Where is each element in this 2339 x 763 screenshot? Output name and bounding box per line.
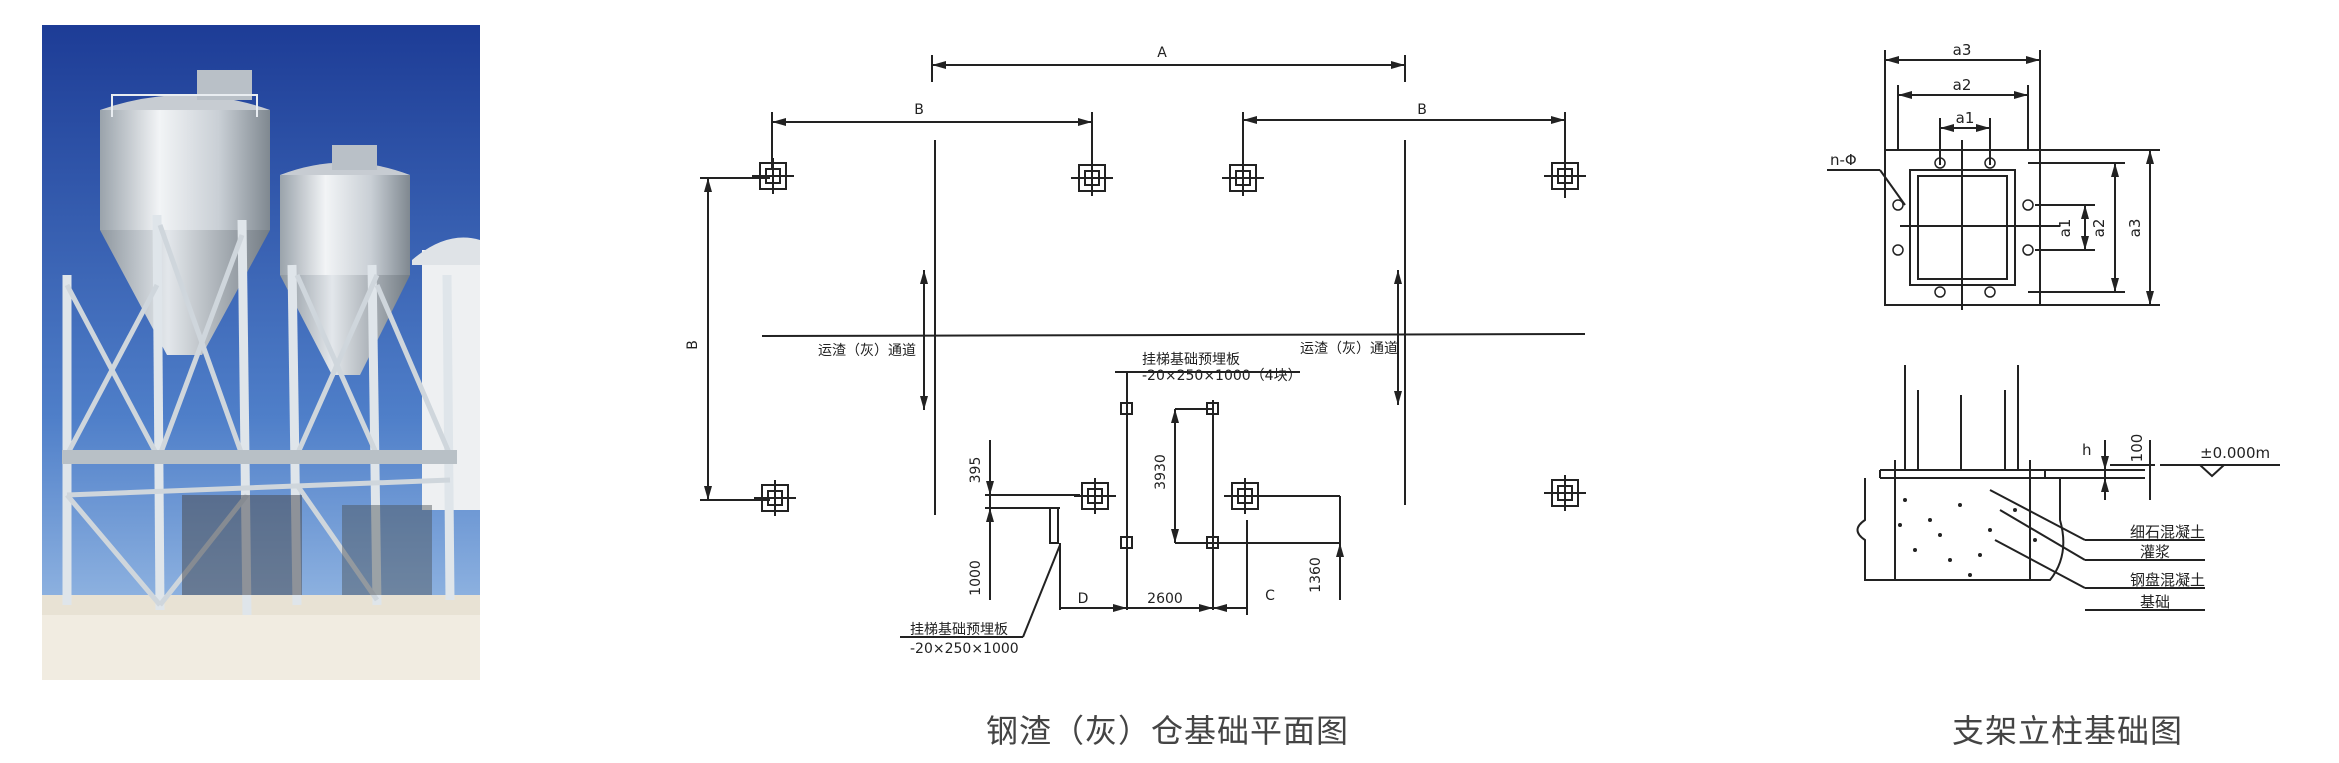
dim-h-label: h — [2082, 441, 2092, 459]
dim-3930-label: 3930 — [1153, 454, 1169, 490]
road-right-label: 运渣（灰）通道 — [1300, 341, 1398, 357]
n-phi-label: n-Φ — [1830, 151, 1857, 169]
column-pad — [752, 158, 794, 194]
silo-photo — [42, 25, 480, 680]
plate-bottom-spec: -20×250×1000 — [910, 641, 1019, 657]
road-left-label: 运渣（灰）通道 — [818, 343, 916, 359]
column-pad — [1222, 160, 1264, 196]
foundation-label: 基础 — [2140, 593, 2170, 611]
detail-caption: 支架立柱基础图 — [1952, 712, 2184, 750]
dim-a-label: A — [1157, 45, 1167, 61]
plan-caption: 钢渣（灰）仓基础平面图 — [986, 712, 1350, 750]
dim-a2-top: a2 — [1953, 76, 1972, 94]
dim-a2-side: a2 — [2090, 219, 2108, 238]
grout-label: 灌浆 — [2140, 543, 2170, 561]
column-pad — [1071, 160, 1113, 196]
column-pad — [1074, 478, 1116, 514]
dim-a3-side: a3 — [2126, 219, 2144, 238]
elevation-label: ±0.000m — [2200, 444, 2270, 462]
dim-d-label: D — [1078, 591, 1089, 607]
plate-top-title: 挂梯基础预埋板 — [1142, 351, 1240, 368]
column-pad — [1544, 158, 1586, 198]
dim-1000-label: 1000 — [968, 560, 984, 596]
steel-concrete-label: 钢盘混凝土 — [2130, 571, 2205, 589]
dim-a1-side: a1 — [2056, 219, 2074, 238]
dim-100-label: 100 — [2128, 434, 2146, 463]
column-pad — [1544, 475, 1586, 511]
dim-b-vertical-label: B — [685, 340, 701, 350]
column-pad — [1224, 478, 1340, 514]
column-pad — [754, 480, 796, 516]
dim-a3-top: a3 — [1953, 41, 1972, 59]
dim-c-label: C — [1265, 588, 1275, 604]
fine-concrete-label: 细石混凝土 — [2130, 523, 2205, 541]
dim-395-label: 395 — [968, 457, 984, 484]
plate-bottom-title: 挂梯基础预埋板 — [910, 621, 1008, 638]
dim-2600-label: 2600 — [1147, 591, 1183, 607]
dim-b-right-label: B — [1417, 102, 1427, 118]
dim-b-left-label: B — [914, 102, 924, 118]
plate-top-spec: -20×250×1000（4块） — [1142, 368, 1302, 384]
dim-1360-label: 1360 — [1308, 557, 1324, 593]
dim-a1-top: a1 — [1956, 109, 1975, 127]
